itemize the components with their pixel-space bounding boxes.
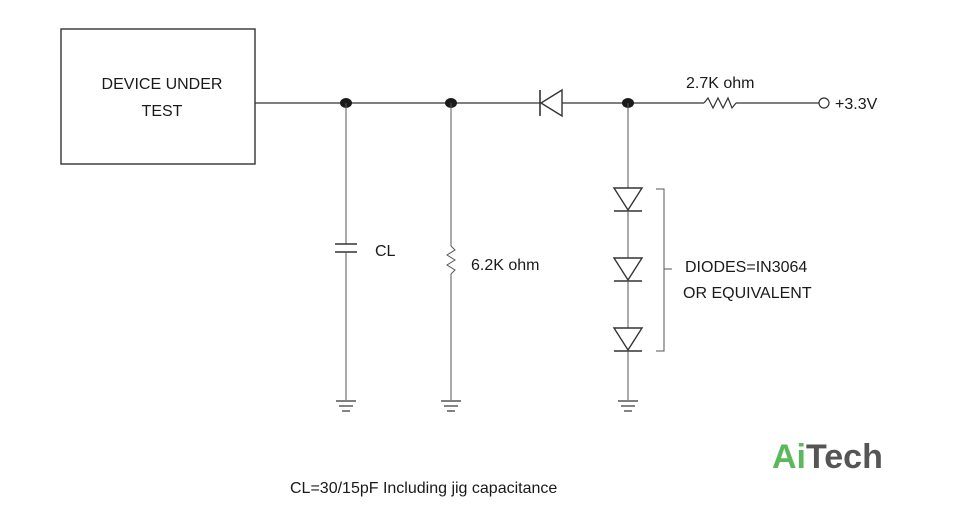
device-label-line1: DEVICE UNDER xyxy=(102,76,223,93)
ground-icon-diodes xyxy=(618,400,638,412)
device-label-line2: TEST xyxy=(142,103,183,120)
device-under-test-box xyxy=(60,28,256,165)
pullup-resistor-icon xyxy=(703,96,737,110)
stack-diode-3-icon xyxy=(612,327,644,352)
footnote: CL=30/15pF Including jig capacitance xyxy=(290,480,557,497)
diode-stack-bracket xyxy=(656,188,665,352)
series-diode-icon xyxy=(539,88,563,118)
aitech-logo: AiTech xyxy=(772,438,883,476)
load-resistor-label: 6.2K ohm xyxy=(471,257,539,274)
supply-label: +3.3V xyxy=(835,96,878,113)
ground-icon-cap xyxy=(336,400,356,412)
logo-part-ai: Ai xyxy=(772,438,806,476)
pullup-resistor-label: 2.7K ohm xyxy=(686,75,754,92)
capacitor-label: CL xyxy=(375,243,396,260)
supply-terminal-icon xyxy=(818,97,830,109)
stack-diode-1-icon xyxy=(612,187,644,212)
stack-diode-2-icon xyxy=(612,257,644,282)
load-resistor-icon xyxy=(446,245,456,275)
diodes-label-line1: DIODES=IN3064 xyxy=(685,259,807,276)
diodes-label-line2: OR EQUIVALENT xyxy=(683,285,812,302)
ground-icon-resistor xyxy=(441,400,461,412)
logo-part-tech: Tech xyxy=(806,438,883,476)
